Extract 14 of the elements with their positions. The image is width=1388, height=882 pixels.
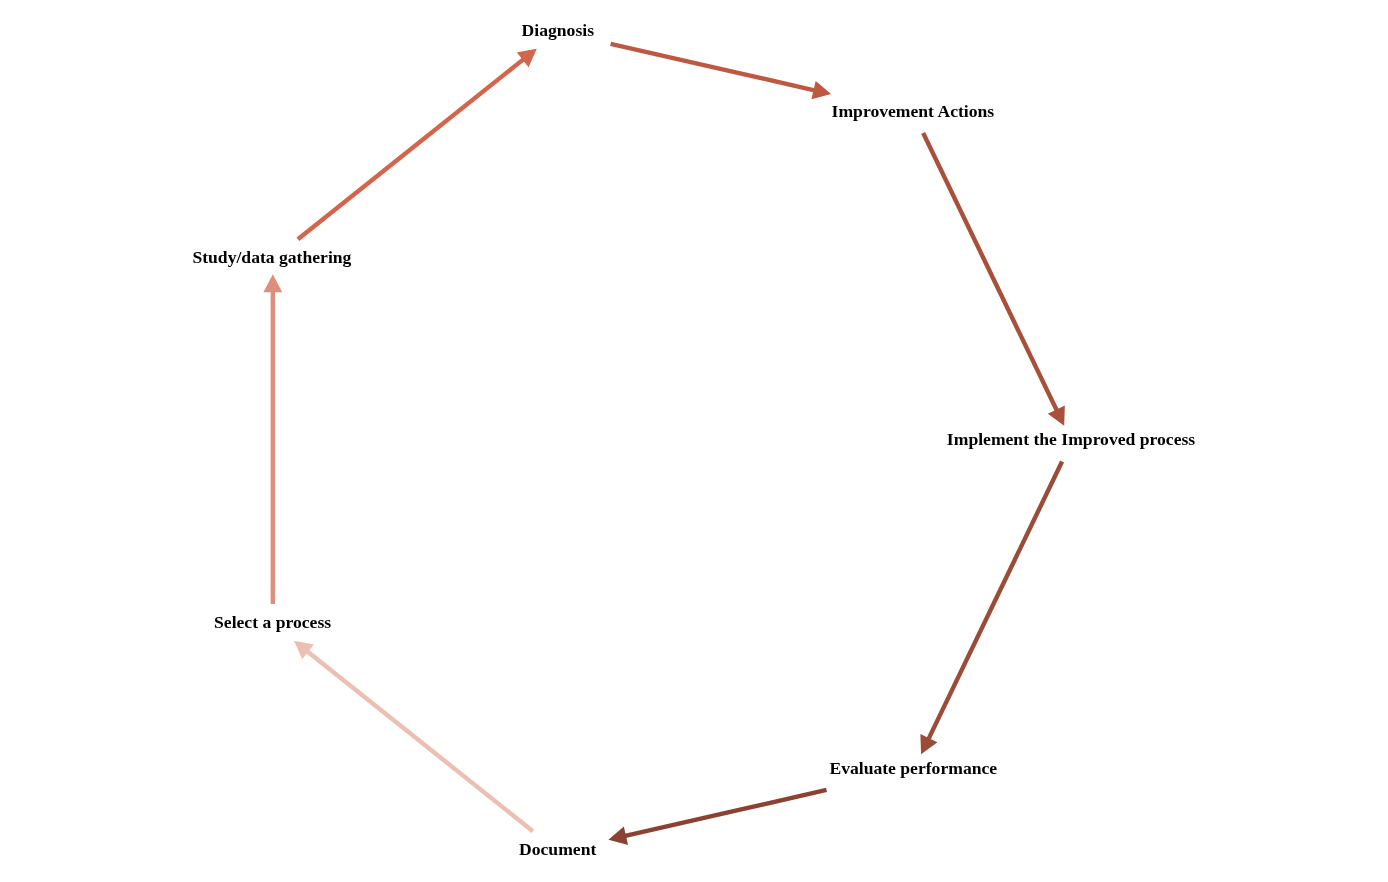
arrow [607, 787, 827, 845]
node-text: Diagnosis [521, 19, 594, 40]
node-text: Implement the Improved process [946, 428, 1195, 449]
node-text: Select a process [213, 611, 331, 632]
node-text: Document [518, 838, 596, 859]
arrow [920, 131, 1065, 426]
node-text: Study/data gathering [191, 246, 351, 267]
arrow [919, 460, 1064, 754]
node-text: Improvement Actions [831, 100, 994, 121]
arrow [262, 273, 282, 604]
arrow [609, 41, 831, 99]
node-text: Evaluate performance [828, 757, 997, 778]
arrow [296, 48, 537, 241]
arrow [293, 640, 534, 833]
